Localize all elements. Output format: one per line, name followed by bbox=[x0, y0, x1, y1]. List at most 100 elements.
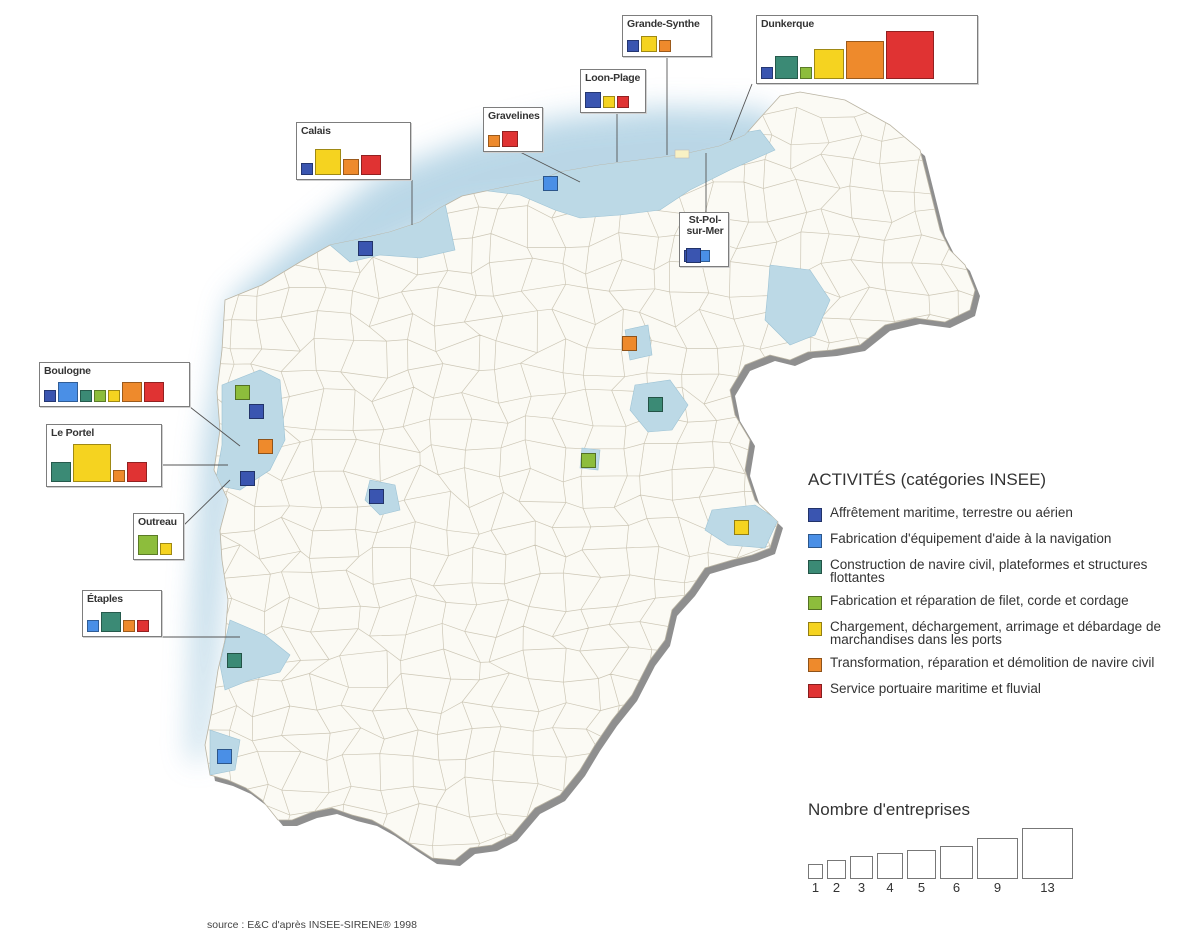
size-box bbox=[977, 838, 1018, 879]
square-transformation bbox=[123, 620, 135, 632]
legend-label: Chargement, déchargement, arrimage et dé… bbox=[830, 619, 1161, 647]
activity-squares bbox=[87, 612, 157, 632]
square-service bbox=[127, 462, 147, 482]
marker-construction bbox=[227, 653, 242, 668]
marker-construction bbox=[648, 397, 663, 412]
callout-etaples: Étaples bbox=[82, 590, 162, 637]
callout-loon-plage: Loon-Plage bbox=[580, 69, 646, 113]
square-affretement bbox=[585, 92, 601, 108]
square-service bbox=[137, 620, 149, 632]
legend-label: Service portuaire maritime et fluvial bbox=[830, 681, 1041, 696]
legend-label: Construction de navire civil, plateforme… bbox=[830, 557, 1148, 585]
square-service bbox=[617, 96, 629, 108]
legend-label: Affrêtement maritime, terrestre ou aérie… bbox=[830, 505, 1073, 520]
square-affretement bbox=[301, 163, 313, 175]
square-chargement bbox=[603, 96, 615, 108]
square-construction bbox=[101, 612, 121, 632]
marker-affretement bbox=[240, 471, 255, 486]
square-service bbox=[361, 155, 381, 175]
marker-navigation bbox=[543, 176, 558, 191]
callout-boulogne: Boulogne bbox=[39, 362, 190, 407]
square-transformation bbox=[659, 40, 671, 52]
activity-squares bbox=[44, 382, 185, 402]
callout-outreau: Outreau bbox=[133, 513, 184, 560]
square-transformation bbox=[343, 159, 359, 175]
square-construction bbox=[80, 390, 92, 402]
legend-label: Fabrication d'équipement d'aide à la nav… bbox=[830, 531, 1112, 546]
size-box bbox=[827, 860, 846, 879]
square-transformation bbox=[846, 41, 884, 79]
square-affretement bbox=[44, 390, 56, 402]
square-transformation bbox=[122, 382, 142, 402]
size-box bbox=[808, 864, 823, 879]
marker-transformation bbox=[622, 336, 637, 351]
town-name: Dunkerque bbox=[761, 18, 815, 30]
size-label: 2 bbox=[832, 880, 841, 895]
legend-label: Transformation, réparation et démolition… bbox=[830, 655, 1155, 670]
square-service bbox=[144, 382, 164, 402]
square-chargement bbox=[160, 543, 172, 555]
callout-le-portel: Le Portel bbox=[46, 424, 162, 487]
callout-dunkerque: Dunkerque bbox=[756, 15, 978, 84]
square-filet bbox=[138, 535, 158, 555]
size-legend-title: Nombre d'entreprises bbox=[808, 800, 970, 819]
town-name: Étaples bbox=[87, 593, 123, 605]
size-label: 3 bbox=[857, 880, 866, 895]
callout-gravelines: Gravelines bbox=[483, 107, 543, 152]
size-box bbox=[907, 850, 936, 879]
legend-item-chargement: Chargement, déchargement, arrimage et dé… bbox=[808, 620, 1186, 646]
activity-squares bbox=[488, 131, 538, 147]
town-name: St-Pol-sur-Mer bbox=[686, 214, 724, 237]
marker-chargement bbox=[734, 520, 749, 535]
town-name: Gravelines bbox=[488, 110, 540, 122]
legend-swatch bbox=[808, 596, 822, 610]
marker-filet bbox=[235, 385, 250, 400]
legend: ACTIVITÉS (catégories INSEE) Affrêtement… bbox=[808, 470, 1186, 708]
square-transformation bbox=[488, 135, 500, 147]
legend-item-filet: Fabrication et réparation de filet, cord… bbox=[808, 594, 1186, 610]
leader-lines bbox=[160, 57, 753, 638]
legend-swatch bbox=[808, 622, 822, 636]
square-affretement bbox=[627, 40, 639, 52]
square-navigation bbox=[87, 620, 99, 632]
activity-squares bbox=[761, 31, 973, 79]
square-filet bbox=[94, 390, 106, 402]
legend-items: Affrêtement maritime, terrestre ou aérie… bbox=[808, 506, 1186, 698]
size-box bbox=[850, 856, 873, 879]
square-chargement bbox=[641, 36, 657, 52]
town-name: Outreau bbox=[138, 516, 177, 528]
activity-squares bbox=[301, 149, 406, 175]
size-box bbox=[940, 846, 973, 879]
legend-swatch bbox=[808, 534, 822, 548]
legend-swatch bbox=[808, 658, 822, 672]
size-label: 6 bbox=[952, 880, 961, 895]
marker-affretement bbox=[686, 248, 701, 263]
size-label: 4 bbox=[886, 880, 894, 895]
size-box bbox=[1022, 828, 1073, 879]
marker-transformation bbox=[258, 439, 273, 454]
square-construction bbox=[51, 462, 71, 482]
activity-squares bbox=[627, 36, 707, 52]
marker-affretement bbox=[358, 241, 373, 256]
activity-squares bbox=[138, 535, 179, 555]
callout-grande-synthe: Grande-Synthe bbox=[622, 15, 712, 57]
dock-area bbox=[674, 149, 690, 159]
town-name: Calais bbox=[301, 125, 331, 137]
square-chargement bbox=[73, 444, 111, 482]
legend-item-construction: Construction de navire civil, plateforme… bbox=[808, 558, 1186, 584]
activity-squares bbox=[51, 444, 157, 482]
size-box bbox=[877, 853, 903, 879]
source-note: source : E&C d'après INSEE-SIRENE® 1998 bbox=[207, 919, 417, 931]
marker-affretement bbox=[249, 404, 264, 419]
square-filet bbox=[800, 67, 812, 79]
size-label: 9 bbox=[993, 880, 1002, 895]
marker-navigation bbox=[217, 749, 232, 764]
legend-title: ACTIVITÉS (catégories INSEE) bbox=[808, 470, 1047, 489]
legend-item-navigation: Fabrication d'équipement d'aide à la nav… bbox=[808, 532, 1186, 548]
size-label: 5 bbox=[917, 880, 926, 895]
square-service bbox=[886, 31, 934, 79]
legend-item-service: Service portuaire maritime et fluvial bbox=[808, 682, 1186, 698]
square-chargement bbox=[108, 390, 120, 402]
legend-swatch bbox=[808, 684, 822, 698]
